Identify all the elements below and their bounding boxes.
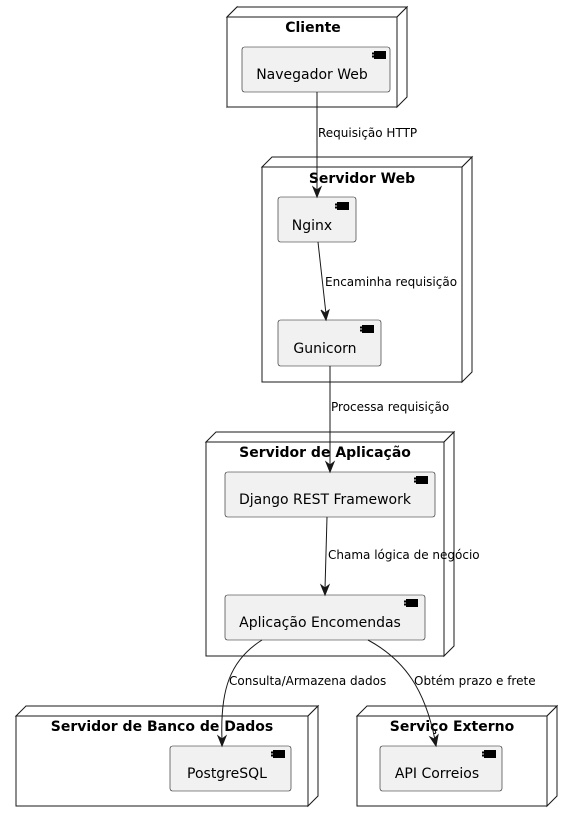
edge-label: Encaminha requisição (325, 275, 457, 289)
component-icon (335, 202, 349, 210)
component-icon (271, 750, 285, 758)
component-label: Navegador Web (256, 67, 368, 83)
edge-chama-logica: Chama lógica de negócio (319, 516, 480, 597)
component-gunicorn[interactable]: Gunicorn (277, 319, 382, 367)
edge-label: Consulta/Armazena dados (229, 674, 386, 688)
edge-encaminha-requisicao: Encaminha requisição (317, 241, 457, 322)
node-servidor-aplicacao: Servidor de Aplicação Django REST Framew… (204, 430, 456, 658)
arrowhead (311, 185, 323, 199)
arrowhead (324, 460, 336, 474)
node-cliente: Cliente Navegador Web (225, 5, 409, 109)
edge-label: Requisição HTTP (318, 126, 417, 140)
component-label: PostgreSQL (187, 766, 267, 782)
component-icon (404, 599, 418, 607)
edge-label: Chama lógica de negócio (328, 548, 480, 562)
arrowhead (428, 733, 439, 748)
edge-processa-requisicao: Processa requisição (324, 366, 449, 474)
edge-consulta-armazena: Consulta/Armazena dados (216, 639, 386, 748)
component-icon (372, 51, 386, 59)
component-label: Gunicorn (293, 341, 356, 357)
component-nginx[interactable]: Nginx (277, 196, 357, 243)
component-label: API Correios (395, 766, 479, 782)
node-servico-externo: Serviço Externo API Correios (355, 704, 559, 808)
edge-obtem-prazo: Obtém prazo e frete (367, 639, 536, 748)
component-icon (360, 325, 374, 333)
node-servidor-banco: Servidor de Banco de Dados PostgreSQL (14, 704, 320, 808)
edge-label: Processa requisição (331, 400, 449, 414)
component-aplicacao-encomendas[interactable]: Aplicação Encomendas (224, 594, 426, 641)
component-label: Nginx (292, 218, 332, 234)
component-django[interactable]: Django REST Framework (224, 471, 436, 518)
component-icon (482, 750, 496, 758)
node-title-servidor-web: Servidor Web (309, 171, 415, 187)
node-title-servico-externo: Serviço Externo (390, 719, 515, 735)
component-postgresql[interactable]: PostgreSQL (169, 745, 292, 792)
arrowhead (320, 308, 330, 322)
component-api-correios[interactable]: API Correios (379, 745, 503, 792)
component-navegador[interactable]: Navegador Web (241, 46, 391, 93)
arrowhead (319, 583, 331, 597)
component-icon (414, 476, 428, 484)
arrowhead (216, 734, 228, 748)
edge-label: Obtém prazo e frete (414, 674, 536, 688)
node-servidor-web: Servidor Web Nginx Gunicorn (260, 155, 474, 384)
node-title-servidor-banco: Servidor de Banco de Dados (51, 719, 274, 735)
node-title-cliente: Cliente (285, 20, 341, 36)
component-label: Django REST Framework (239, 492, 412, 508)
component-label: Aplicação Encomendas (239, 615, 401, 631)
node-title-servidor-aplicacao: Servidor de Aplicação (239, 445, 411, 461)
edge-requisicao-http: Requisição HTTP (311, 92, 417, 199)
